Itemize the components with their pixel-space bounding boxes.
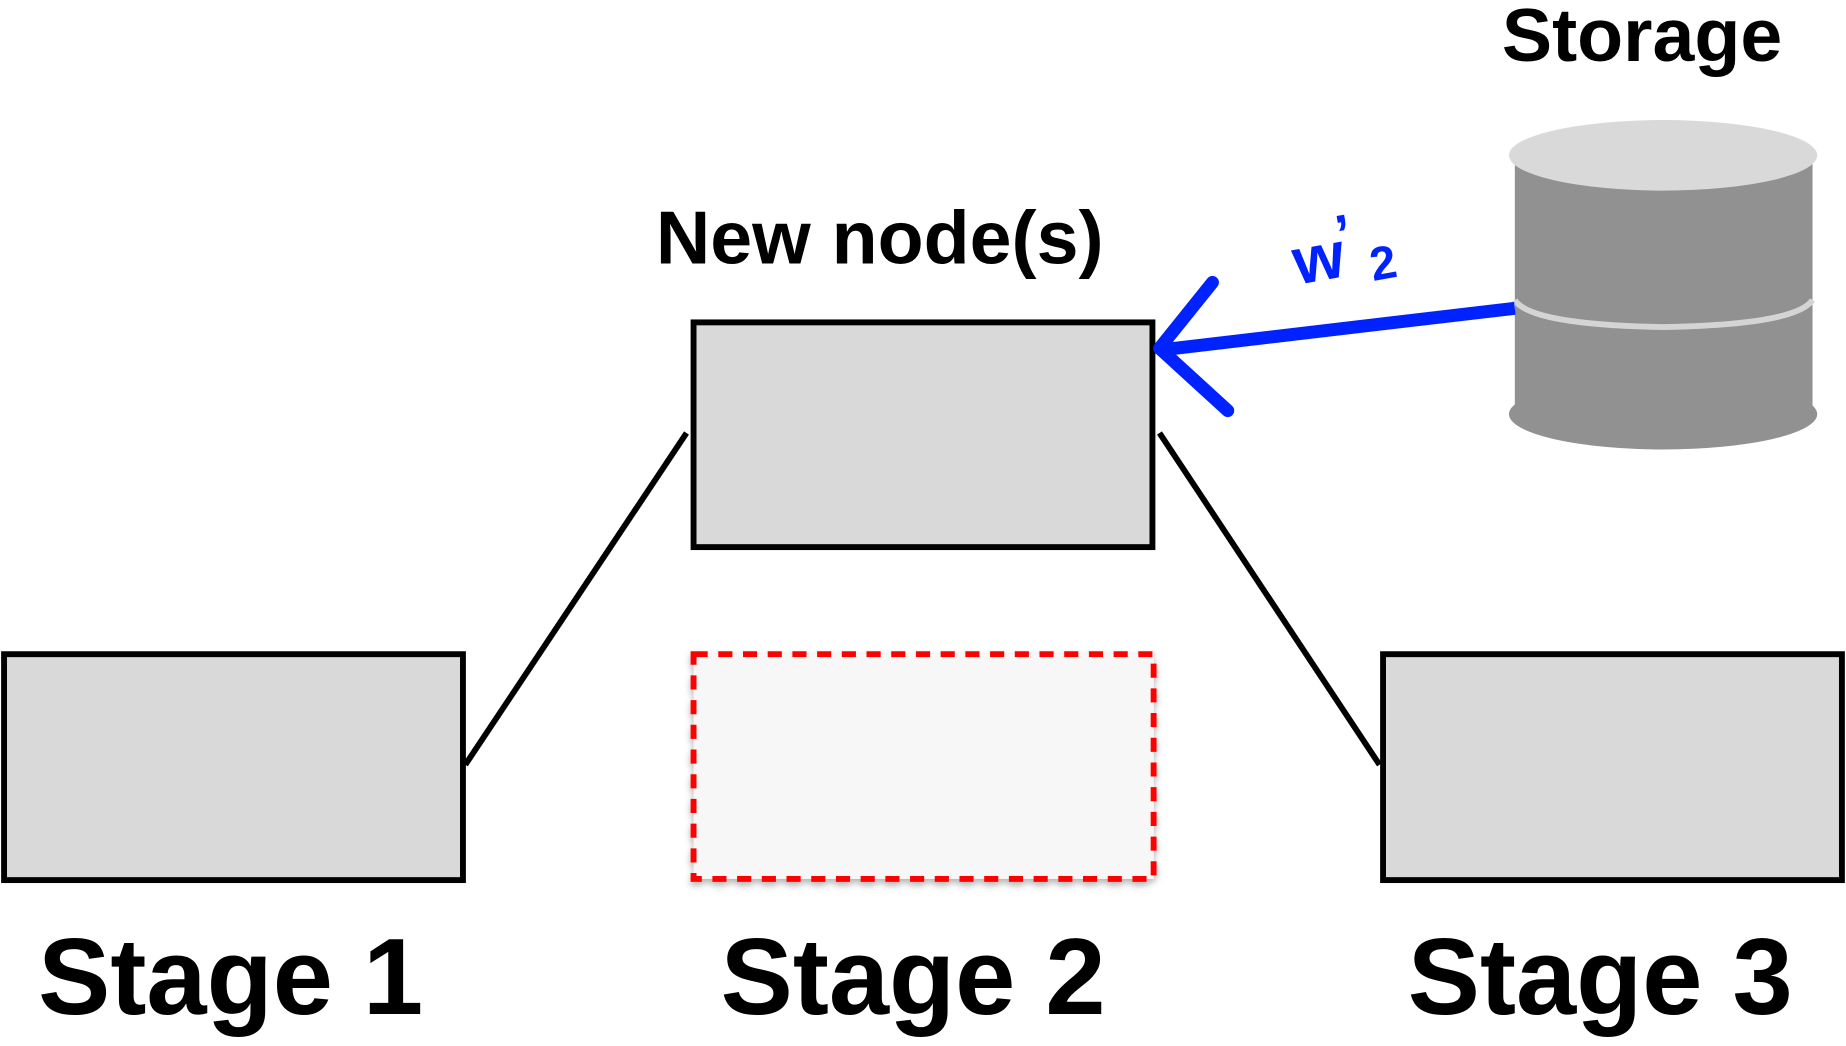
stage3-label: Stage 3: [1408, 916, 1793, 1037]
connector-stage1-newnode: [462, 431, 689, 767]
storage-label: Storage: [1502, 0, 1782, 77]
connector-newnode-stage3: [1157, 431, 1382, 767]
weight-label: w ’ 2: [1286, 204, 1401, 299]
weight-subscript: 2: [1365, 234, 1400, 291]
stage1-node: [1, 651, 466, 884]
new-node: [690, 319, 1156, 551]
weight-load-arrow: [1153, 275, 1516, 418]
new-nodes-label: New node(s): [656, 196, 1104, 280]
stage1-label: Stage 1: [38, 916, 423, 1037]
storage-cylinder-icon: [1508, 120, 1818, 450]
stage3-node: [1380, 651, 1845, 884]
stage2-label: Stage 2: [721, 916, 1106, 1037]
failed-stage2-node: [690, 651, 1157, 882]
